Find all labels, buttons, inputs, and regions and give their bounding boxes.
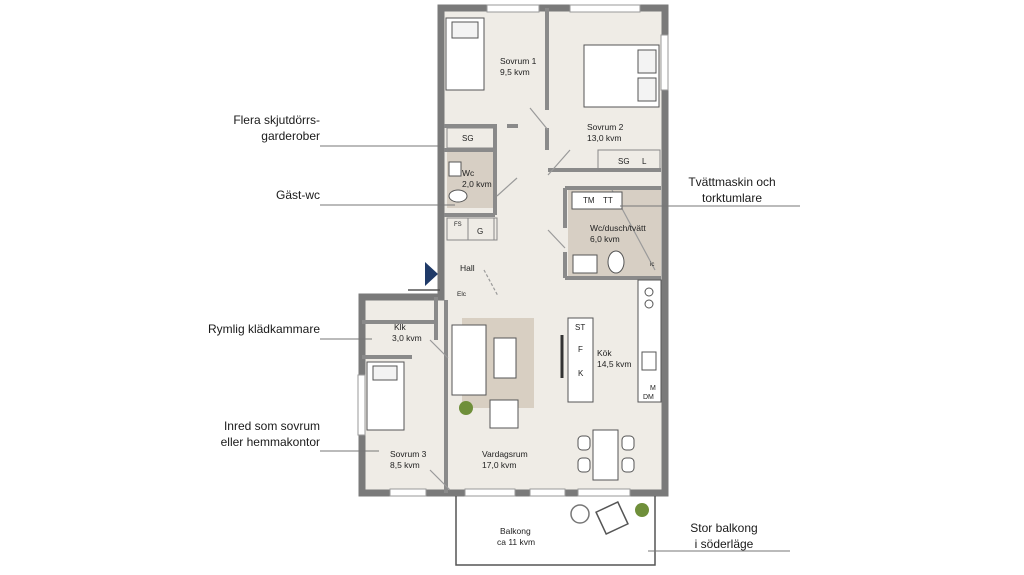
bathroom-fixtures — [448, 161, 625, 274]
room-label-kok: Kök — [597, 348, 612, 358]
beds — [366, 17, 660, 431]
fixture-m: M — [650, 385, 656, 392]
room-label-wc: Wc — [462, 168, 475, 178]
balcony — [455, 496, 656, 566]
fixture-l: L — [642, 157, 647, 166]
fixture-ic: ic — [650, 262, 654, 268]
room-area-kok: 14,5 kvm — [597, 359, 632, 369]
callout-balcony-line-1: Stor balkong — [690, 521, 758, 535]
callout-guest-wc-line-1: Gäst-wc — [275, 188, 320, 202]
room-label-sovrum-2: Sovrum 2 — [587, 122, 624, 132]
callout-wardrobes-line-2: garderober — [261, 129, 320, 143]
wardrobe-hatching — [446, 127, 661, 241]
fixture-elc: Elc — [457, 291, 467, 298]
fixture-st: ST — [575, 323, 585, 332]
fixture-labels: SG SG L TM TT FS G Elc ST F K M DM ic — [454, 134, 656, 401]
room-area-sovrum-2: 13,0 kvm — [587, 133, 622, 143]
entrance-arrow — [425, 262, 438, 286]
callout-office: Inred som sovrum eller hemmakontor — [200, 418, 320, 450]
room-area-sovrum-3: 8,5 kvm — [390, 460, 420, 470]
callout-balcony-line-2: i söderläge — [694, 537, 754, 551]
room-area-wc: 2,0 kvm — [462, 179, 492, 189]
room-label-bathroom: Wc/dusch/tvätt — [590, 223, 646, 233]
callout-balcony: Stor balkong i söderläge — [664, 520, 784, 552]
callout-leaders — [320, 145, 800, 552]
callout-office-line-2: eller hemmakontor — [220, 435, 320, 449]
room-label-klk: Klk — [394, 322, 407, 332]
callout-walkin-closet: Rymlig klädkammare — [200, 321, 320, 337]
fixture-tm: TM — [583, 196, 595, 205]
windows — [357, 4, 669, 497]
fixture-f: F — [578, 345, 583, 354]
room-area-balkong: ca 11 kvm — [497, 537, 535, 547]
fixture-k: K — [578, 369, 584, 378]
fixture-sg-2: SG — [618, 157, 630, 166]
kitchen-counter — [567, 279, 662, 403]
callout-laundry-line-1: Tvättmaskin och — [688, 175, 776, 189]
room-label-sovrum-3: Sovrum 3 — [390, 449, 427, 459]
callout-guest-wc: Gäst-wc — [220, 187, 320, 203]
callout-laundry: Tvättmaskin och torktumlare — [672, 174, 792, 206]
room-labels: Sovrum 1 9,5 kvm Sovrum 2 13,0 kvm Wc 2,… — [390, 56, 646, 547]
fixture-g: G — [477, 227, 483, 236]
room-area-bathroom: 6,0 kvm — [590, 234, 620, 244]
fixture-fs: FS — [454, 222, 462, 228]
room-area-sovrum-1: 9,5 kvm — [500, 67, 530, 77]
callout-walkin-line-1: Rymlig klädkammare — [207, 322, 320, 336]
room-label-sovrum-1: Sovrum 1 — [500, 56, 537, 66]
room-label-balkong: Balkong — [500, 526, 531, 536]
living-furniture — [451, 318, 564, 429]
room-label-hall: Hall — [460, 263, 475, 273]
callout-office-line-1: Inred som sovrum — [223, 419, 320, 433]
callout-wardrobes-line-1: Flera skjutdörrs- — [233, 113, 320, 127]
room-label-vardagsrum: Vardagsrum — [482, 449, 528, 459]
dining-set — [577, 429, 635, 481]
callout-wardrobes: Flera skjutdörrs- garderober — [220, 112, 320, 144]
fixture-dm: DM — [643, 394, 654, 401]
fixture-sg-1: SG — [462, 134, 474, 143]
room-area-vardagsrum: 17,0 kvm — [482, 460, 517, 470]
room-area-klk: 3,0 kvm — [392, 333, 422, 343]
fixture-tt: TT — [603, 196, 613, 205]
outer-wall — [358, 4, 669, 497]
callout-laundry-line-2: torktumlare — [701, 191, 763, 205]
